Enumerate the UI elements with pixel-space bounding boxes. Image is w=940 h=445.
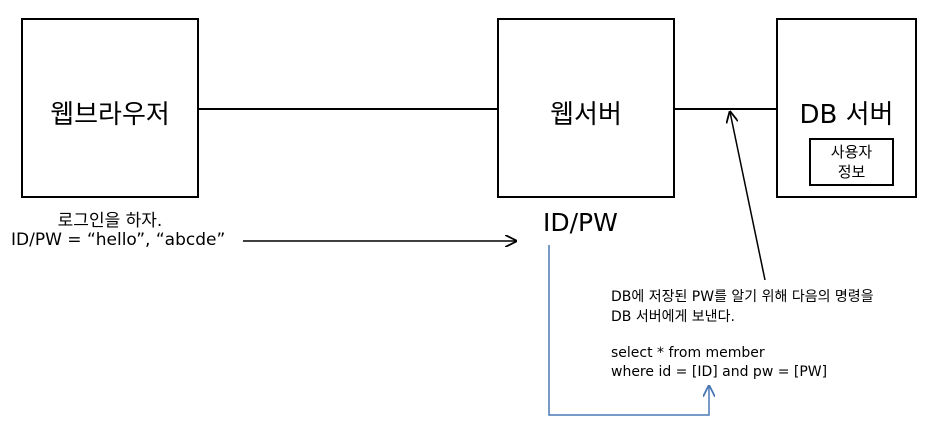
query-note-line2: DB 서버에게 보낸다. xyxy=(611,309,735,325)
query-pointer-arrow xyxy=(730,112,766,281)
web-server-node: 웹서버 xyxy=(497,18,675,198)
user-info-store: 사용자 정보 xyxy=(809,138,894,186)
login-note-line1: 로그인을 하자. xyxy=(57,211,163,231)
user-info-label: 사용자 정보 xyxy=(830,143,873,181)
idpw-label: ID/PW xyxy=(543,208,618,237)
web-server-label: 웹서버 xyxy=(550,100,622,130)
idpw-flow-arrow xyxy=(548,245,709,416)
query-note-line1: DB에 저장된 PW를 알기 위해 다음의 명령을 xyxy=(611,289,874,305)
web-browser-node: 웹브라우저 xyxy=(21,18,199,198)
query-line1: select * from member xyxy=(611,345,765,361)
db-server-label: DB 서버 xyxy=(799,100,894,130)
web-browser-label: 웹브라우저 xyxy=(50,100,170,130)
login-note-line2: ID/PW = “hello”, “abcde” xyxy=(11,230,226,250)
db-server-node: DB 서버 사용자 정보 xyxy=(776,18,917,198)
query-line2: where id = [ID] and pw = [PW] xyxy=(611,364,828,380)
